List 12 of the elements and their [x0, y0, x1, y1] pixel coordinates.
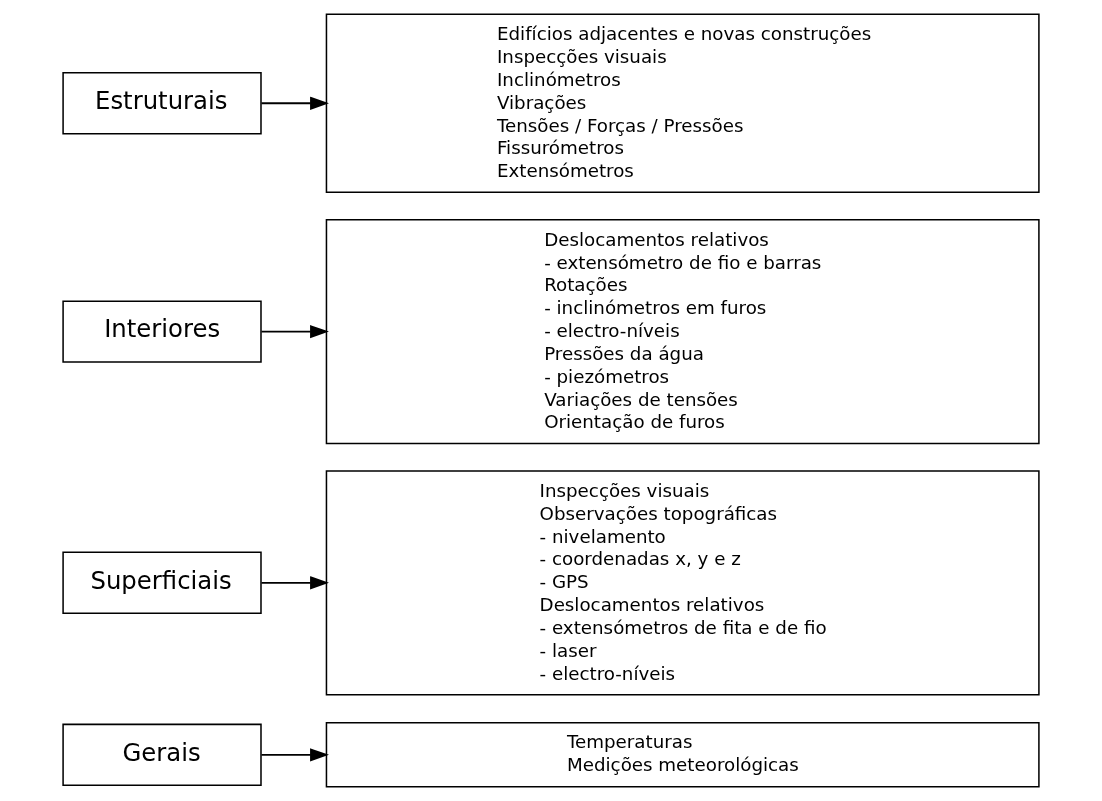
node-box: Inspecções visuais Observações topográficas - nivelamento - coordenadas x, y e z - GPS Deslocamentos relativos - extensómetros de fita e de fio - laser - electro-níveis	[325, 470, 1040, 696]
arrow	[260, 325, 329, 339]
node-box: Superficiais	[62, 551, 262, 614]
node-box: Gerais	[62, 723, 262, 787]
node-box: Interiores	[62, 300, 262, 363]
arrow	[260, 576, 329, 590]
node-box: Temperaturas Medições meteorológicas	[325, 722, 1040, 788]
node-box: Edifícios adjacentes e novas construções Inspecções visuais Inclinómetros Vibrações Tensões / Forças / Pressões Fissurómetros Extensómetros	[325, 13, 1040, 194]
arrow	[260, 96, 329, 110]
arrow	[260, 748, 329, 762]
node-box: Estruturais	[62, 72, 262, 135]
node-box: Deslocamentos relativos - extensómetro de fio e barras Rotações - inclinómetros em furos - electro-níveis Pressões da água - piezómetros Variações de tensões Orientação de furos	[325, 218, 1040, 445]
